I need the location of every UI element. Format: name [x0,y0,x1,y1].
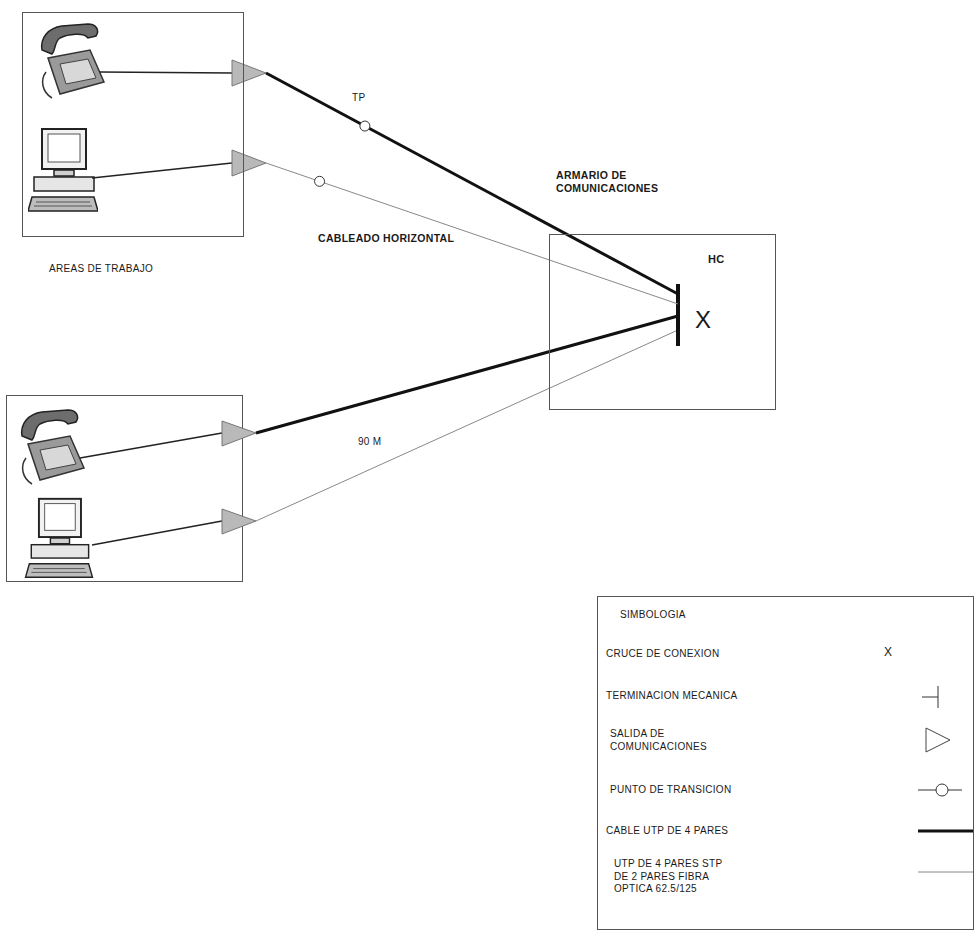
label: 90 M [358,436,408,449]
work-area-box [7,396,243,582]
legend-text: CRUCE DE CONEXION [606,648,719,661]
label: X [884,645,904,660]
legend-text: TERMINACION MECANICA [606,690,738,703]
node-text: X [695,305,725,335]
legend-text: SALIDA DE COMUNICACIONES [610,728,720,753]
closet-box: ARMARIO DE COMUNICACIONESHCX [549,234,776,410]
work-area-box: AREAS DE TRABAJO [22,12,244,237]
node-text: ARMARIO DE COMUNICACIONES [556,169,676,195]
legend-text: CABLE UTP DE 4 PARES [606,825,728,838]
patch-cords [80,72,232,545]
computer-icon [26,499,93,577]
legend-symbols [918,686,973,872]
phone-icon [42,24,104,98]
computer-icon [28,129,98,211]
mixed-cable [256,330,678,521]
utp-cable [256,316,678,433]
outlet-symbols [222,60,266,534]
node-text: HC [708,253,748,267]
node-text: AREAS DE TRABAJO [49,263,239,276]
node-text: SIMBOLOGIA [620,609,780,622]
horizontal-cable [266,73,678,294]
label: TP [352,92,382,105]
legend-text: UTP DE 4 PARES STP DE 2 PARES FIBRA OPTI… [614,858,739,896]
label: CABLEADO HORIZONTAL [318,232,454,245]
phone-icon [22,410,84,484]
legend-text: PUNTO DE TRANSICION [610,784,731,797]
